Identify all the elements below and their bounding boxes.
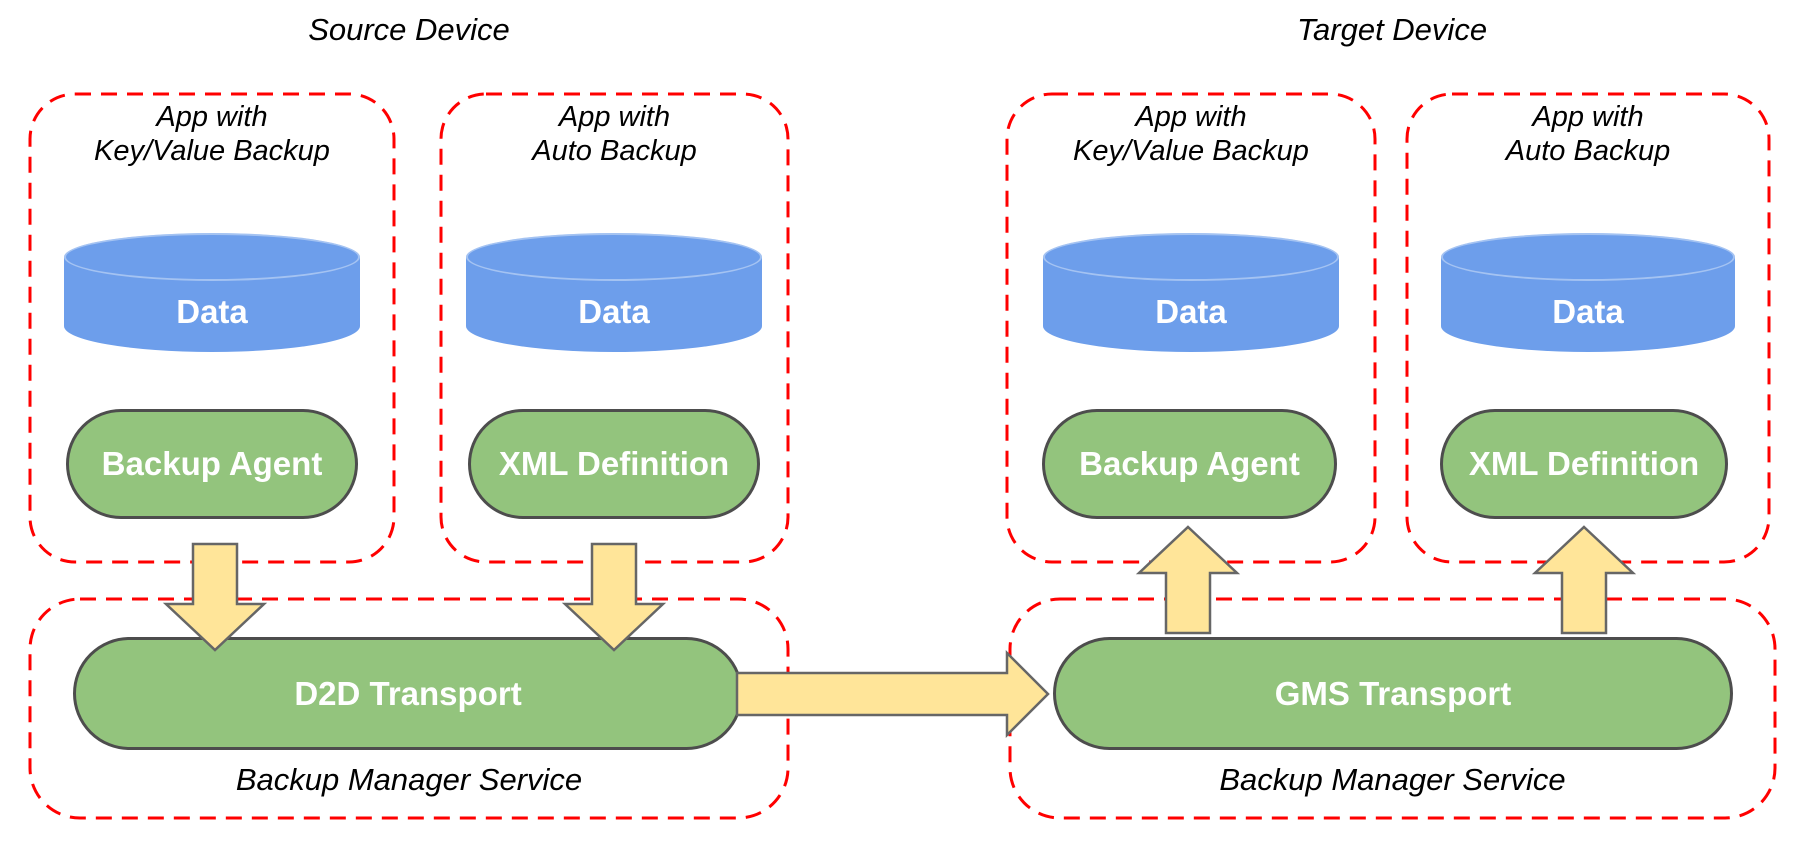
cylinder-label: Data <box>176 292 248 330</box>
data-cylinder: Data <box>466 233 762 352</box>
down-arrow <box>561 542 667 652</box>
backup-agent-pill: Backup Agent <box>66 409 358 519</box>
app-label: App with Auto Backup <box>439 100 790 168</box>
data-cylinder: Data <box>1043 233 1339 352</box>
app-label: App with Auto Backup <box>1405 100 1771 168</box>
d2d-transport-pill: D2D Transport <box>73 637 743 750</box>
cylinder-label: Data <box>1155 292 1227 330</box>
down-arrow <box>162 542 268 652</box>
dashed-border <box>28 92 396 564</box>
app-label-line2: Auto Backup <box>1505 135 1671 167</box>
app-box-target-auto: App with Auto Backup Data XML Definition <box>1405 92 1771 564</box>
up-arrow <box>1531 525 1637 635</box>
app-label-line2: Auto Backup <box>532 135 697 167</box>
xml-definition-pill: XML Definition <box>468 409 760 519</box>
app-label-line2: Key/Value Backup <box>94 135 330 167</box>
service-label: Backup Manager Service <box>1219 762 1566 797</box>
app-label-line1: App with <box>558 101 671 133</box>
cylinder-label: Data <box>1552 292 1624 330</box>
app-label-line2: Key/Value Backup <box>1073 135 1309 167</box>
app-label: App with Key/Value Backup <box>28 100 396 168</box>
backup-agent-pill: Backup Agent <box>1042 409 1337 519</box>
right-arrow <box>735 649 1050 739</box>
up-arrow <box>1135 525 1241 635</box>
app-label-line1: App with <box>156 101 268 133</box>
app-label: App with Key/Value Backup <box>1005 100 1377 168</box>
app-label-line1: App with <box>1532 101 1644 133</box>
device-title-source: Source Device <box>308 12 510 47</box>
dashed-border <box>1405 92 1771 564</box>
app-label-line1: App with <box>1135 101 1247 133</box>
xml-definition-pill: XML Definition <box>1440 409 1728 519</box>
data-cylinder: Data <box>1441 233 1735 352</box>
service-box-target: GMS Transport Backup Manager Service <box>1008 597 1777 820</box>
service-box-source: D2D Transport Backup Manager Service <box>28 597 790 820</box>
cylinder-label: Data <box>578 292 650 330</box>
gms-transport-pill: GMS Transport <box>1053 637 1733 750</box>
app-box-target-keyvalue: App with Key/Value Backup Data Backup Ag… <box>1005 92 1377 564</box>
service-label: Backup Manager Service <box>235 762 583 797</box>
app-box-source-auto: App with Auto Backup Data XML Definition <box>439 92 790 564</box>
app-box-source-keyvalue: App with Key/Value Backup Data Backup Ag… <box>28 92 396 564</box>
data-cylinder: Data <box>64 233 360 352</box>
device-title-target: Target Device <box>1296 12 1488 47</box>
